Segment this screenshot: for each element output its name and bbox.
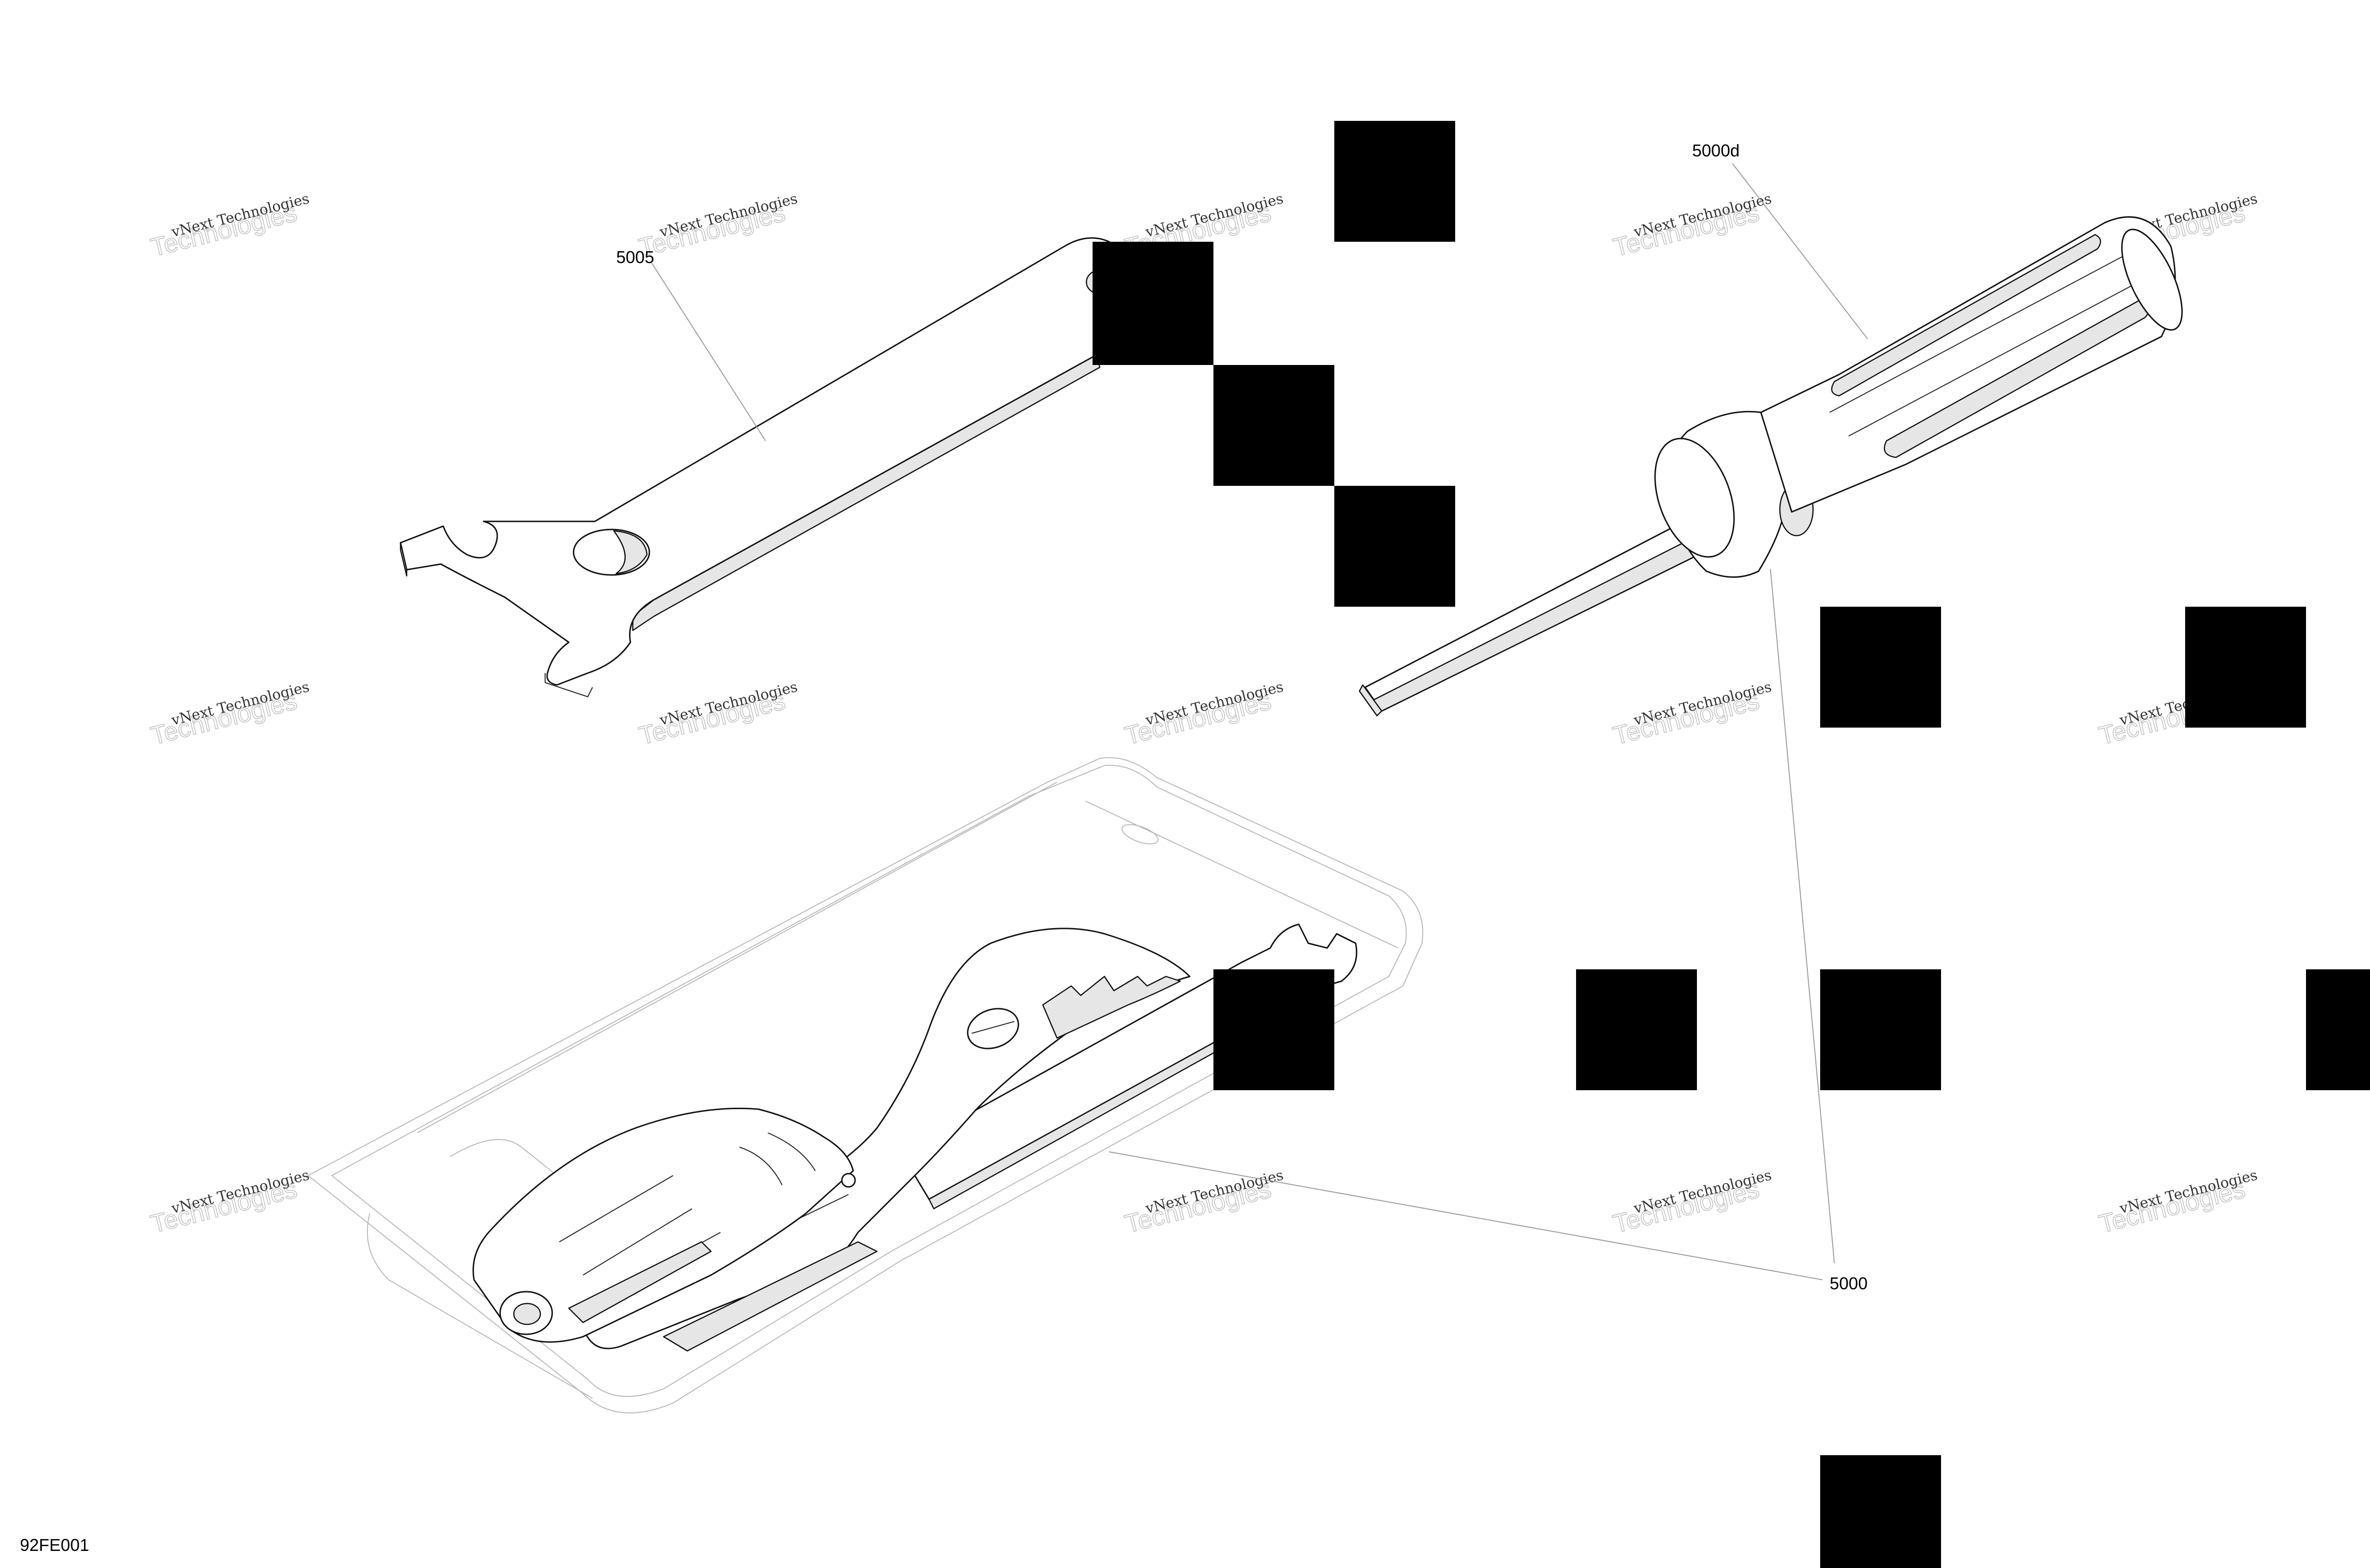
- watermark: Technologies vNext Technologies: [2096, 1167, 2259, 1239]
- spanner-wrench: [400, 237, 1123, 698]
- callout-5000d: 5000d: [1692, 141, 1740, 160]
- redaction-block: [2185, 607, 2306, 728]
- redaction-block: [1334, 486, 1455, 607]
- screwdriver: [1358, 216, 2183, 717]
- screwdriver-handle-ridge: [1848, 274, 2152, 437]
- redaction-block: [1093, 242, 1213, 365]
- tool-kit-socket-ball: [841, 1173, 856, 1188]
- tool-kit-pliers-pivot-line: [971, 1021, 1015, 1034]
- figure-id: 92FE001: [20, 1535, 89, 1555]
- tool-kit-pliers-pivot: [967, 1008, 1019, 1049]
- watermark: Technologies vNext Technologies: [147, 679, 311, 751]
- watermark: Technologies vNext Technologies: [1610, 1167, 1773, 1239]
- tool-kit-pouch-outline: [1085, 801, 1399, 948]
- leader-line-5000: [1770, 568, 1835, 1264]
- tool-kit-pouch-outline: [367, 1213, 593, 1399]
- tool-kit: [307, 757, 1423, 1413]
- tool-kit-pouch-outline: [331, 765, 1407, 1397]
- tool-kit-pouch-outline: [307, 757, 1423, 1413]
- tool-kit-socket-shade: [568, 1241, 712, 1323]
- screwdriver-ferrule-face: [1654, 438, 1735, 558]
- callout-5005: 5005: [616, 247, 654, 267]
- watermark: Technologies vNext Technologies: [636, 679, 799, 751]
- watermark: Technologies vNext Technologies: [147, 191, 311, 263]
- watermark: Technologies vNext Technologies: [1121, 1167, 1285, 1239]
- leader-line-5000d: [1732, 163, 1868, 339]
- tool-kit-socket-driver: [472, 1107, 854, 1343]
- spanner-wrench-body: [400, 237, 1118, 686]
- watermark: Technologies vNext Technologies: [147, 1167, 311, 1239]
- tool-kit-pouch-slot: [1121, 824, 1158, 845]
- spanner-wrench-hook-tip: [400, 542, 408, 577]
- screwdriver-tip: [1358, 684, 1383, 717]
- tool-kit-pliers-handle-shade: [663, 1241, 878, 1352]
- spanner-wrench-hook-edge: [545, 673, 593, 698]
- watermark: Technologies vNext Technologies: [636, 191, 799, 263]
- tool-kit-pliers-jaw: [1042, 975, 1181, 1039]
- watermark: Technologies vNext Technologies: [1610, 679, 1773, 751]
- redaction-block: [1334, 121, 1455, 242]
- redaction-block: [1213, 969, 1334, 1090]
- tool-kit-pouch-outline: [417, 782, 1057, 1133]
- callout-5000: 5000: [1830, 1274, 1868, 1293]
- screwdriver-handle-end: [2121, 228, 2183, 331]
- screwdriver-handle-ridge: [1829, 255, 2124, 413]
- screwdriver-handle-groove: [1831, 234, 2101, 397]
- redaction-block: [1820, 1455, 1941, 1568]
- redaction-block: [1213, 365, 1334, 486]
- redaction-blocks: [1093, 121, 2370, 1568]
- redaction-block: [1820, 607, 1941, 728]
- redaction-block: [2306, 969, 2370, 1090]
- leader-lines: [651, 163, 1868, 1280]
- tool-kit-pouch-outline: [450, 1139, 640, 1242]
- watermark: Technologies vNext Technologies: [1610, 191, 1773, 263]
- watermark: Technologies vNext Technologies: [1121, 679, 1285, 751]
- redaction-block: [1576, 969, 1697, 1090]
- leader-line-5005: [651, 263, 766, 441]
- tool-kit-socket-bore: [513, 1303, 541, 1325]
- leader-line-5000: [1109, 1151, 1823, 1280]
- redaction-block: [1820, 969, 1941, 1090]
- spanner-wrench-hole-inner: [613, 530, 648, 574]
- tool-kit-socket-detail: [739, 1132, 816, 1185]
